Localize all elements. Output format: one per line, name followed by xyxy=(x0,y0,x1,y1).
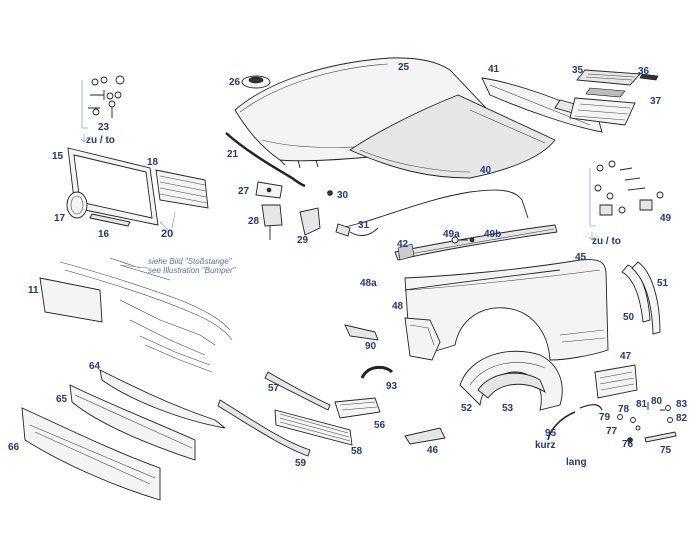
spoiler-part xyxy=(99,369,226,429)
part-number-label: 49a xyxy=(443,229,460,240)
bracket-part xyxy=(299,207,321,236)
trim-strip-part xyxy=(264,371,331,411)
part-number-label: 30 xyxy=(337,190,349,201)
part-number-label: 47 xyxy=(620,351,632,362)
grille-frame-part xyxy=(67,147,159,226)
apron-part xyxy=(69,384,196,461)
sill-strip-part xyxy=(644,431,677,443)
part-number-label: 29 xyxy=(297,235,309,246)
kurz-label: kurz xyxy=(535,440,556,451)
part-number-label: 64 xyxy=(89,361,101,372)
arrow-icon xyxy=(80,134,88,143)
part-number-label: 59 xyxy=(295,458,307,469)
bolt-part xyxy=(327,190,333,196)
part-number-label: 20 xyxy=(161,228,174,240)
lang-label: lang xyxy=(566,457,587,468)
part-number-label: 48a xyxy=(360,278,377,289)
release-cable-part xyxy=(335,189,529,237)
hardware-group-49 xyxy=(589,160,664,227)
part-number-label: 21 xyxy=(227,149,239,160)
part-number-label: 26 xyxy=(229,77,241,88)
arch-moulding-part xyxy=(579,404,603,411)
part-number-label: 79 xyxy=(599,412,611,423)
part-number-label: 31 xyxy=(358,220,370,231)
side-marker-part xyxy=(404,427,446,445)
side-rail-part xyxy=(217,399,311,457)
part-number-label: 65 xyxy=(56,394,68,405)
bumper-note-line1: siehe Bild "Stoßstange" xyxy=(148,257,232,266)
part-number-label: 75 xyxy=(660,445,672,456)
part-number-label: 50 xyxy=(623,312,635,323)
fastener-49a xyxy=(451,236,475,244)
part-number-label: 77 xyxy=(606,426,618,437)
part-number-label: 51 xyxy=(657,278,669,289)
hose-part xyxy=(360,365,394,379)
arch-moulding-part xyxy=(547,411,576,441)
part-number-label: 11 xyxy=(28,285,39,296)
hardware-group-23 xyxy=(81,75,125,129)
headlamp-panel-part xyxy=(404,317,441,361)
part-number-label: 42 xyxy=(397,239,409,250)
lamp-bracket-part xyxy=(344,324,379,341)
lower-grille-part xyxy=(274,409,353,446)
emblem-part xyxy=(241,75,271,89)
arrow-icon xyxy=(588,232,596,241)
part-number-label: 41 xyxy=(488,64,500,75)
fender-strip-part xyxy=(394,224,561,291)
part-number-label: 16 xyxy=(98,229,110,240)
zu-to-label: zu / to xyxy=(592,236,621,247)
part-number-label: 52 xyxy=(461,403,473,414)
part-number-label: 81 xyxy=(636,399,648,410)
latch-part xyxy=(255,181,283,240)
part-number-label: 83 xyxy=(676,399,688,410)
grille-part xyxy=(155,169,209,209)
bumper-ghost-part xyxy=(39,257,233,373)
part-number-label: 57 xyxy=(268,383,280,394)
part-number-label: 90 xyxy=(365,341,377,352)
badge-part xyxy=(397,243,415,261)
part-number-label: 46 xyxy=(427,445,439,456)
part-number-label: 66 xyxy=(8,442,20,453)
hood-liner-part xyxy=(349,94,556,179)
seal-strip-part xyxy=(225,132,306,188)
part-number-label: 78 xyxy=(618,404,630,415)
fastener-group-76-83 xyxy=(617,402,673,443)
part-number-label: 35 xyxy=(572,65,584,76)
lower-valance-part xyxy=(21,407,161,501)
part-number-label: 76 xyxy=(622,439,634,450)
part-number-label: 49b xyxy=(484,229,502,240)
part-number-label: 82 xyxy=(676,413,688,424)
inner-liner-part xyxy=(459,350,563,411)
part-number-label: 36 xyxy=(638,66,650,77)
part-number-label: 25 xyxy=(398,62,410,73)
part-number-label: 53 xyxy=(502,403,514,414)
fender-part xyxy=(404,259,609,361)
part-number-label: 58 xyxy=(351,446,363,457)
part-number-label: 56 xyxy=(374,420,386,431)
zu-to-label: zu / to xyxy=(86,135,115,146)
splash-panel-part xyxy=(594,364,638,399)
part-number-label: 48 xyxy=(392,301,404,312)
bumper-note-line2: see Illustration "Bumper" xyxy=(148,266,236,275)
grille-insert-part xyxy=(334,397,381,419)
part-number-label: 17 xyxy=(54,213,66,224)
part-number-label: 15 xyxy=(52,151,64,162)
part-number-label: 80 xyxy=(651,396,663,407)
part-number-label: 28 xyxy=(248,216,260,227)
part-number-label: 93 xyxy=(386,381,398,392)
part-number-label: 37 xyxy=(650,96,662,107)
part-number-label: 40 xyxy=(480,165,492,176)
emblem-ring-part xyxy=(66,191,88,219)
grille-trim-part xyxy=(89,213,131,227)
vent-grilles-part xyxy=(569,69,659,126)
part-number-label: 95 xyxy=(545,428,557,439)
part-number-label: 27 xyxy=(238,186,250,197)
part-number-label: 18 xyxy=(147,157,159,168)
part-number-label: 45 xyxy=(575,252,587,263)
part-number-label: 23 xyxy=(98,122,110,133)
part-number-label: 49 xyxy=(660,213,672,224)
arch-trim-part xyxy=(621,261,661,335)
